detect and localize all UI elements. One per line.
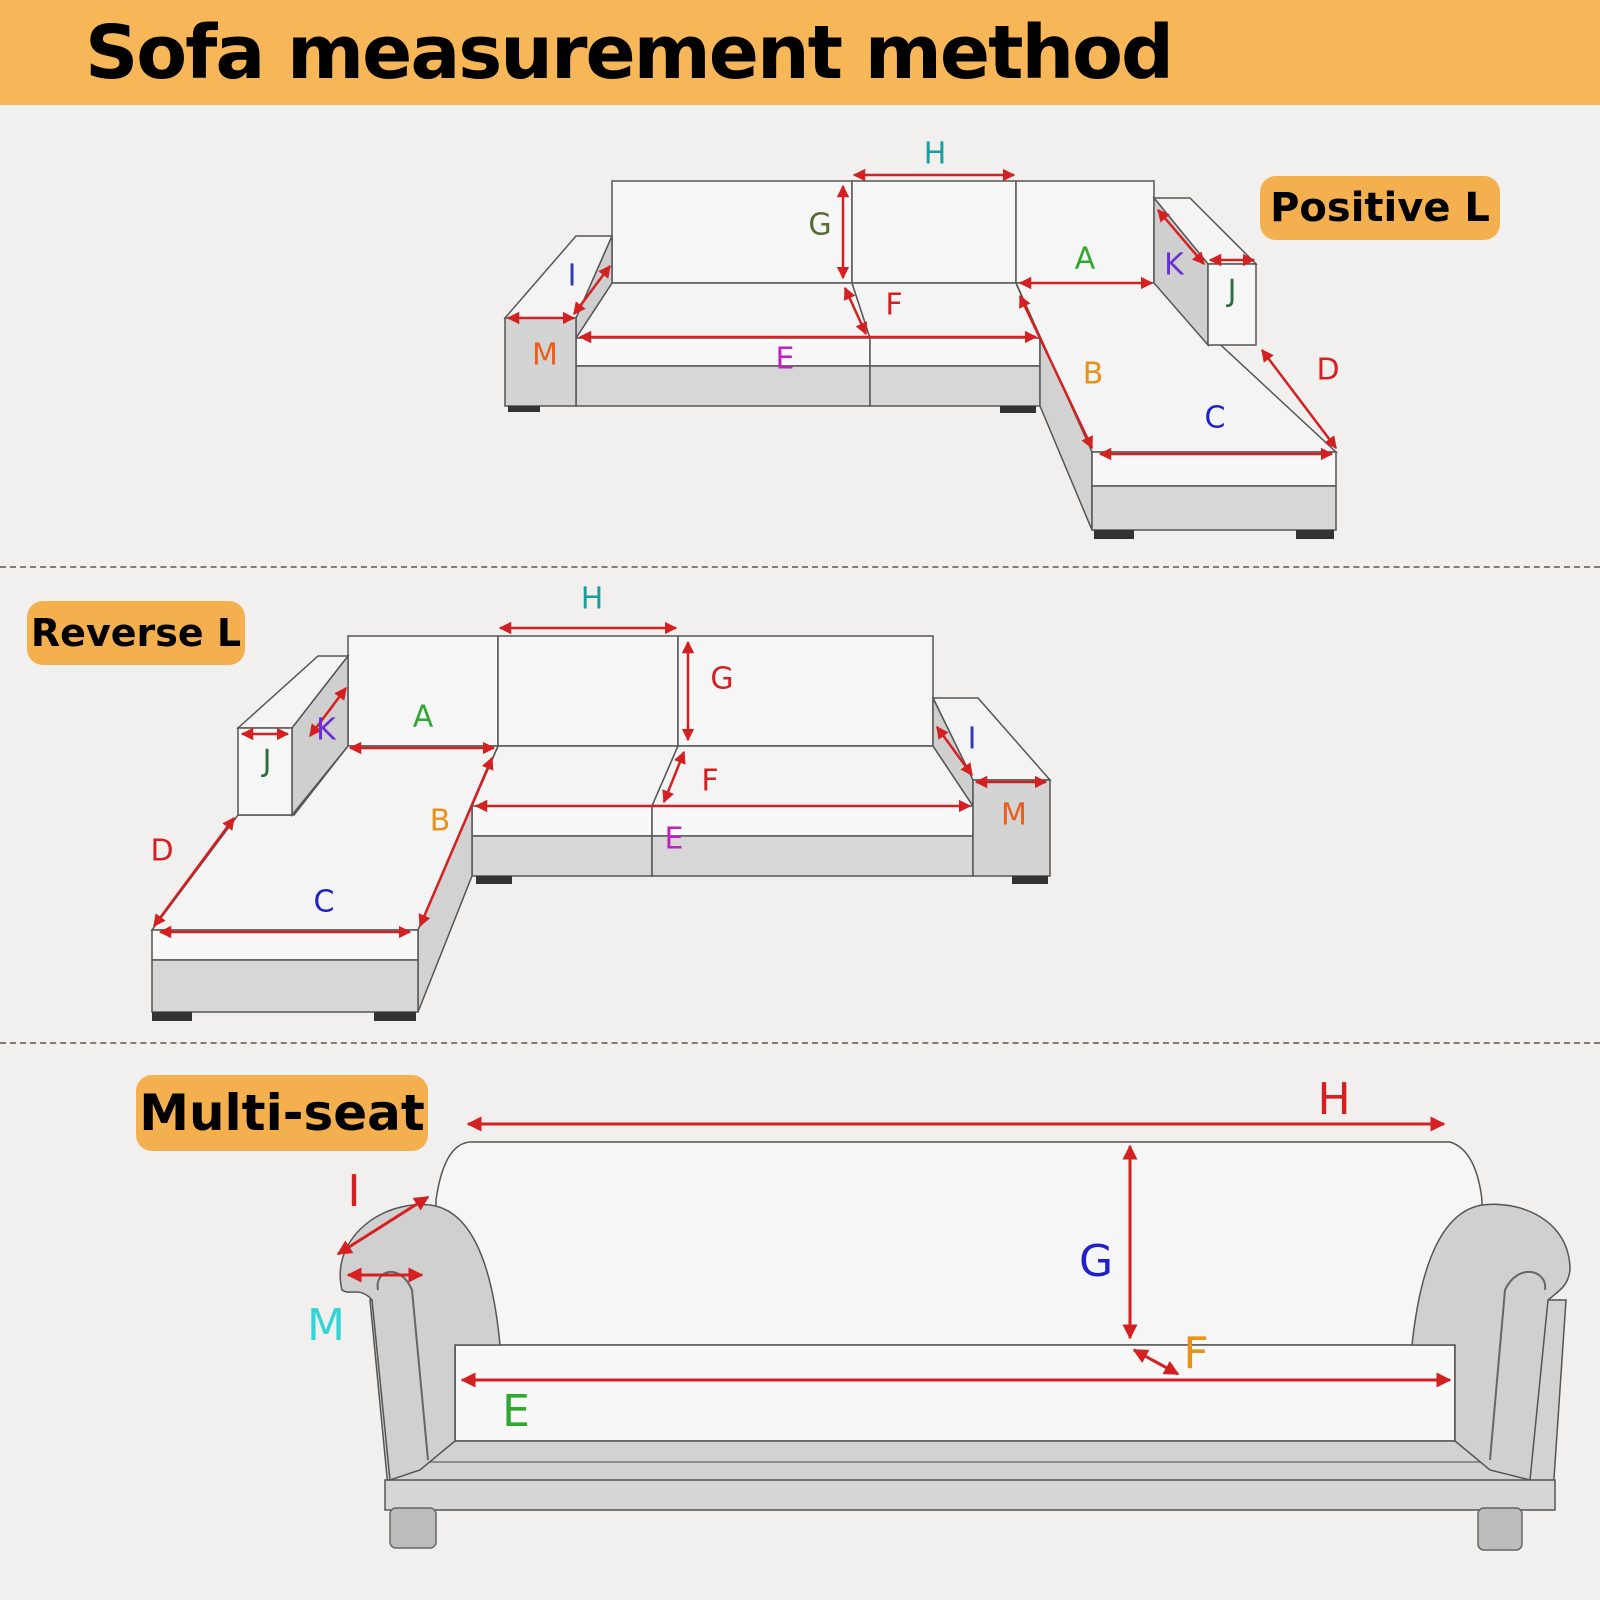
ms-label-g: G bbox=[1079, 1236, 1113, 1287]
section-divider-2 bbox=[0, 1042, 1600, 1044]
rl-label-m: M bbox=[1001, 798, 1027, 833]
pl-label-b: B bbox=[1083, 357, 1104, 392]
multi-seat-sofa bbox=[339, 1141, 1571, 1511]
ms-label-e: E bbox=[502, 1386, 530, 1437]
pl-seat-top-1 bbox=[574, 282, 872, 339]
multi-seat-legs bbox=[389, 1507, 1523, 1551]
reverse-l-sofa bbox=[150, 635, 1052, 1013]
rl-label-k: K bbox=[316, 713, 337, 748]
pl-base-1 bbox=[575, 365, 871, 407]
pl-label-k: K bbox=[1164, 248, 1185, 283]
pl-chaise-band bbox=[1091, 451, 1337, 487]
positive-l-arrows bbox=[506, 168, 1337, 461]
ms-skirt bbox=[384, 1479, 1556, 1511]
rl-seat-band-1 bbox=[471, 805, 653, 837]
pl-label-i: I bbox=[568, 259, 577, 294]
rl-back-cushion-2 bbox=[497, 635, 679, 747]
ms-label-i: I bbox=[348, 1166, 361, 1217]
reverse-l-labels: H G K J A I F M B E D C bbox=[150, 582, 1027, 920]
ms-right-arm bbox=[1411, 1203, 1571, 1481]
rl-label-b: B bbox=[430, 804, 451, 839]
rl-left-arm-front bbox=[237, 727, 293, 816]
rl-label-j: J bbox=[261, 744, 272, 779]
ms-label-f: F bbox=[1183, 1328, 1208, 1379]
reverse-l-arrows bbox=[152, 621, 1048, 939]
rl-back-cushion-1 bbox=[347, 635, 499, 747]
rl-right-arm-front bbox=[972, 779, 1051, 877]
pl-label-g: G bbox=[808, 208, 831, 243]
rl-label-h: H bbox=[581, 582, 604, 617]
ms-seat-cushion bbox=[454, 1344, 1456, 1442]
pl-label-d: D bbox=[1316, 353, 1339, 388]
positive-l-feet bbox=[508, 406, 1334, 539]
pl-back-cushion-3 bbox=[1015, 180, 1155, 284]
rl-back-cushion-3 bbox=[677, 635, 934, 747]
pl-label-f: F bbox=[885, 288, 902, 323]
multi-seat-badge: Multi-seat bbox=[136, 1075, 428, 1151]
pl-label-e: E bbox=[776, 342, 795, 377]
header-banner: Sofa measurement method bbox=[0, 0, 1600, 105]
positive-l-sofa bbox=[503, 180, 1338, 531]
rl-base-2 bbox=[651, 835, 974, 877]
reverse-l-badge: Reverse L bbox=[27, 601, 245, 665]
section-divider-1 bbox=[0, 566, 1600, 568]
reverse-l-feet bbox=[152, 876, 1048, 1021]
pl-back-cushion-2 bbox=[851, 180, 1017, 284]
ms-label-h: H bbox=[1317, 1074, 1350, 1125]
pl-base-2 bbox=[869, 365, 1041, 407]
rl-seat-band-2 bbox=[651, 805, 974, 837]
rl-chaise-base bbox=[151, 959, 419, 1013]
pl-seat-band-2 bbox=[869, 337, 1041, 367]
rl-chaise-band bbox=[151, 929, 419, 961]
pl-label-m: M bbox=[532, 338, 558, 373]
pl-seat-top-2 bbox=[850, 282, 1042, 339]
multi-seat-arrows bbox=[336, 1116, 1452, 1388]
pl-chaise-base bbox=[1091, 485, 1337, 531]
rl-label-a: A bbox=[413, 700, 434, 735]
rl-label-f: F bbox=[701, 764, 718, 799]
rl-label-d: D bbox=[150, 834, 173, 869]
page-title: Sofa measurement method bbox=[85, 10, 1174, 96]
pl-label-h: H bbox=[924, 137, 947, 172]
rl-base-1 bbox=[471, 835, 653, 877]
pl-left-arm-front bbox=[504, 317, 577, 407]
ms-label-m: M bbox=[307, 1300, 345, 1351]
positive-l-labels: H G I F A K J M E B D C bbox=[532, 137, 1340, 436]
positive-l-badge: Positive L bbox=[1260, 176, 1500, 240]
pl-label-j: J bbox=[1226, 274, 1237, 309]
rl-seat-top-2 bbox=[650, 745, 975, 807]
rl-label-i: I bbox=[968, 722, 977, 757]
rl-label-e: E bbox=[665, 822, 684, 857]
pl-label-c: C bbox=[1205, 401, 1226, 436]
pl-label-a: A bbox=[1075, 242, 1096, 277]
pl-seat-band-1 bbox=[575, 337, 871, 367]
multi-seat-labels: H I G M F E bbox=[307, 1074, 1351, 1437]
rl-label-c: C bbox=[314, 885, 335, 920]
rl-label-g: G bbox=[710, 662, 733, 697]
rl-seat-top-1 bbox=[470, 745, 680, 807]
ms-backrest bbox=[435, 1141, 1483, 1346]
